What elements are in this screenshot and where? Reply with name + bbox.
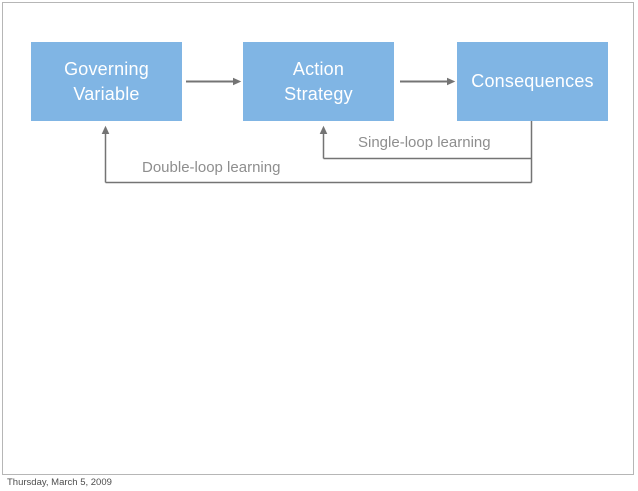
- single-loop-label: Single-loop learning: [358, 134, 491, 151]
- double-loop-label: Double-loop learning: [142, 159, 281, 176]
- node-action-strategy: Action Strategy: [243, 42, 394, 121]
- node-consequences: Consequences: [457, 42, 608, 121]
- slide-date: Thursday, March 5, 2009: [7, 477, 112, 488]
- node-governing-variable: Governing Variable: [31, 42, 182, 121]
